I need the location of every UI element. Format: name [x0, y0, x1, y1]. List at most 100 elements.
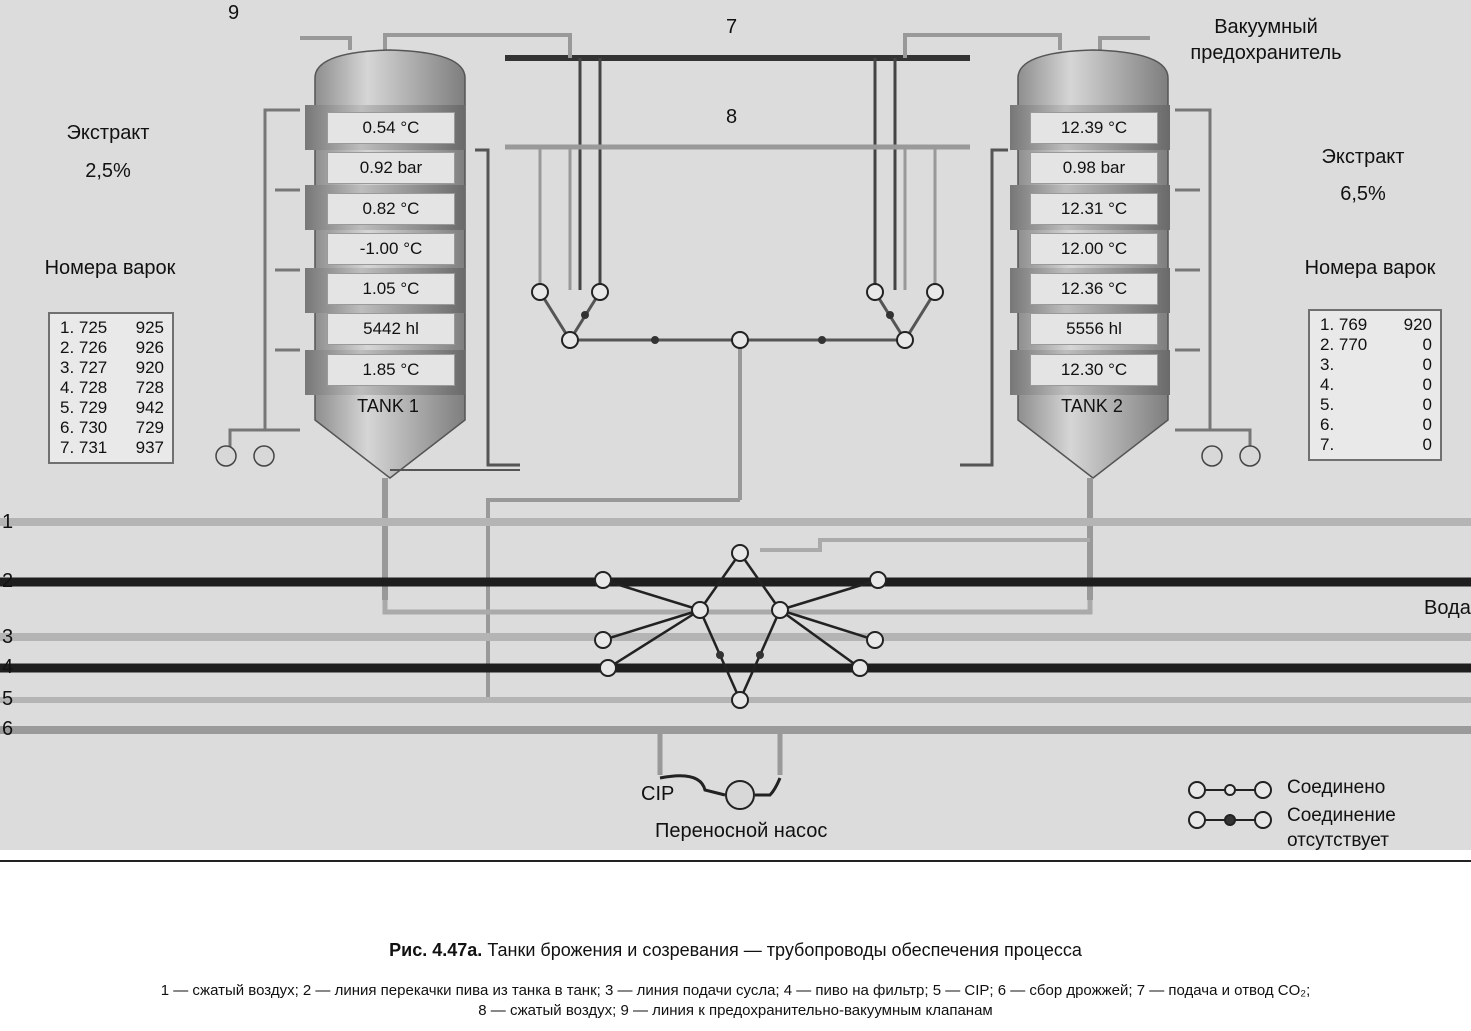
brew-value: 937 — [135, 438, 164, 457]
brew-number: 7. 731 — [60, 438, 108, 457]
vacuum-label-line2: предохранитель — [1190, 42, 1342, 64]
distribution-panel — [602, 550, 879, 704]
brew-value: 926 — [135, 338, 164, 357]
tank-2-reading-7: 12.30 °C — [1030, 354, 1158, 386]
vacuum-line-9 — [300, 33, 1150, 58]
tank-2-reading-3: 12.31 °C — [1030, 193, 1158, 225]
tank-1-extract-value: 2,5% — [85, 160, 131, 182]
figure-caption: Рис. 4.47а. Танки брожения и созревания … — [0, 940, 1471, 961]
label-8: 8 — [726, 106, 738, 128]
co2-line-7 — [505, 55, 970, 290]
pump-label: Переносной насос — [655, 820, 828, 842]
tank-1-reading-7: 1.85 °C — [327, 354, 455, 386]
tank-1-reading-6: 5442 hl — [327, 313, 455, 345]
tank-1-reading-3: 0.82 °C — [327, 193, 455, 225]
brew-value: 925 — [135, 318, 164, 337]
brew-number: 3. 727 — [60, 358, 108, 377]
tank-2-reading-6: 5556 hl — [1030, 313, 1158, 345]
legend-symbols — [1188, 781, 1272, 829]
legend-not-connected-line2: отсутствует — [1287, 830, 1389, 850]
brew-row: 1. 725 925 — [50, 318, 172, 338]
brew-value: 0 — [1422, 355, 1432, 374]
brew-row: 6. 730 729 — [50, 418, 172, 438]
figure-title: Танки брожения и созревания — трубопрово… — [487, 940, 1082, 960]
brew-number: 2. 726 — [60, 338, 108, 357]
legend-connected: Соединено — [1287, 777, 1386, 798]
brew-number: 5. — [1320, 395, 1335, 414]
line-number-4: 4 — [2, 656, 14, 678]
connection-nodes — [531, 283, 944, 709]
line-number-1: 1 — [2, 511, 14, 533]
tank-2-extract-title: Экстракт — [1321, 146, 1405, 168]
water-label: Вода — [1424, 597, 1471, 619]
tank-1-reading-2: 0.92 bar — [327, 152, 455, 184]
brew-number: 6. — [1320, 415, 1335, 434]
tank-2-reading-4: 12.00 °C — [1030, 233, 1158, 265]
brew-value: 0 — [1422, 435, 1432, 454]
tank-2-brew-title: Номера варок — [1304, 257, 1436, 279]
brew-number: 3. — [1320, 355, 1335, 374]
brew-value: 942 — [135, 398, 164, 417]
closed-joints — [581, 311, 894, 659]
line-number-2: 2 — [2, 570, 14, 592]
tank-1-extract-title: Экстракт — [66, 122, 150, 144]
brew-number: 7. — [1320, 435, 1335, 454]
air-line-8 — [505, 144, 970, 290]
brew-number: 4. — [1320, 375, 1335, 394]
brew-value: 0 — [1422, 375, 1432, 394]
tank-2-reading-5: 12.36 °C — [1030, 273, 1158, 305]
tank-1-brew-title: Номера варок — [44, 257, 176, 279]
brew-number: 1. 769 — [1320, 315, 1368, 334]
brew-row: 4.0 — [1310, 375, 1440, 395]
line-number-3: 3 — [2, 626, 14, 648]
brew-row: 3. 727 920 — [50, 358, 172, 378]
tank-2-reading-2: 0.98 bar — [1030, 152, 1158, 184]
brew-row: 2. 726 926 — [50, 338, 172, 358]
tank-2-side-lines — [1175, 108, 1252, 455]
brew-row: 4. 728 728 — [50, 378, 172, 398]
brew-value: 729 — [135, 418, 164, 437]
brew-number: 6. 730 — [60, 418, 108, 437]
tank-2-name: TANK 2 — [1061, 396, 1123, 416]
brew-row: 3.0 — [1310, 355, 1440, 375]
brew-value: 728 — [135, 378, 164, 397]
brew-value: 920 — [1403, 315, 1432, 334]
brew-row: 5. 729 942 — [50, 398, 172, 418]
line-number-6: 6 — [2, 718, 14, 740]
brew-number: 2. 770 — [1320, 335, 1368, 354]
label-7: 7 — [726, 16, 738, 38]
scada-diagram: 9 7 8 Вакуумный предохранитель Вода CIP … — [0, 0, 1471, 850]
tank-1-reading-1: 0.54 °C — [327, 112, 455, 144]
vacuum-label-line1: Вакуумный — [1214, 16, 1318, 38]
caption-legend-line2: 8 — сжатый воздух; 9 — линия к предохран… — [478, 1002, 993, 1019]
caption-legend-line1: 1 — сжатый воздух; 2 — линия перекачки п… — [160, 982, 1311, 999]
legend-not-connected-line1: Соединение — [1287, 805, 1396, 826]
pressure-gauges — [215, 445, 1261, 467]
tank-1-side-lines — [228, 108, 300, 455]
brew-row: 7. 731 937 — [50, 438, 172, 458]
brew-row: 5.0 — [1310, 395, 1440, 415]
brew-number: 4. 728 — [60, 378, 108, 397]
brew-row: 7.0 — [1310, 435, 1440, 455]
brew-row: 6.0 — [1310, 415, 1440, 435]
brew-row: 1. 769 920 — [1310, 315, 1440, 335]
line-number-5: 5 — [2, 688, 14, 710]
brew-value: 0 — [1422, 395, 1432, 414]
brew-number: 1. 725 — [60, 318, 108, 337]
tank-2-reading-1: 12.39 °C — [1030, 112, 1158, 144]
figure-number: Рис. 4.47а. — [389, 940, 483, 960]
tank-2-extract-value: 6,5% — [1340, 183, 1386, 205]
label-9: 9 — [228, 2, 240, 24]
tank-1-reading-4: -1.00 °C — [327, 233, 455, 265]
brew-number: 5. 729 — [60, 398, 108, 417]
tank-1-name: TANK 1 — [357, 396, 419, 416]
portable-pump — [659, 774, 782, 810]
brew-value: 0 — [1422, 415, 1432, 434]
tank-1-reading-5: 1.05 °C — [327, 273, 455, 305]
brew-value: 920 — [135, 358, 164, 377]
figure-divider — [0, 860, 1471, 862]
cip-label: CIP — [641, 783, 675, 805]
